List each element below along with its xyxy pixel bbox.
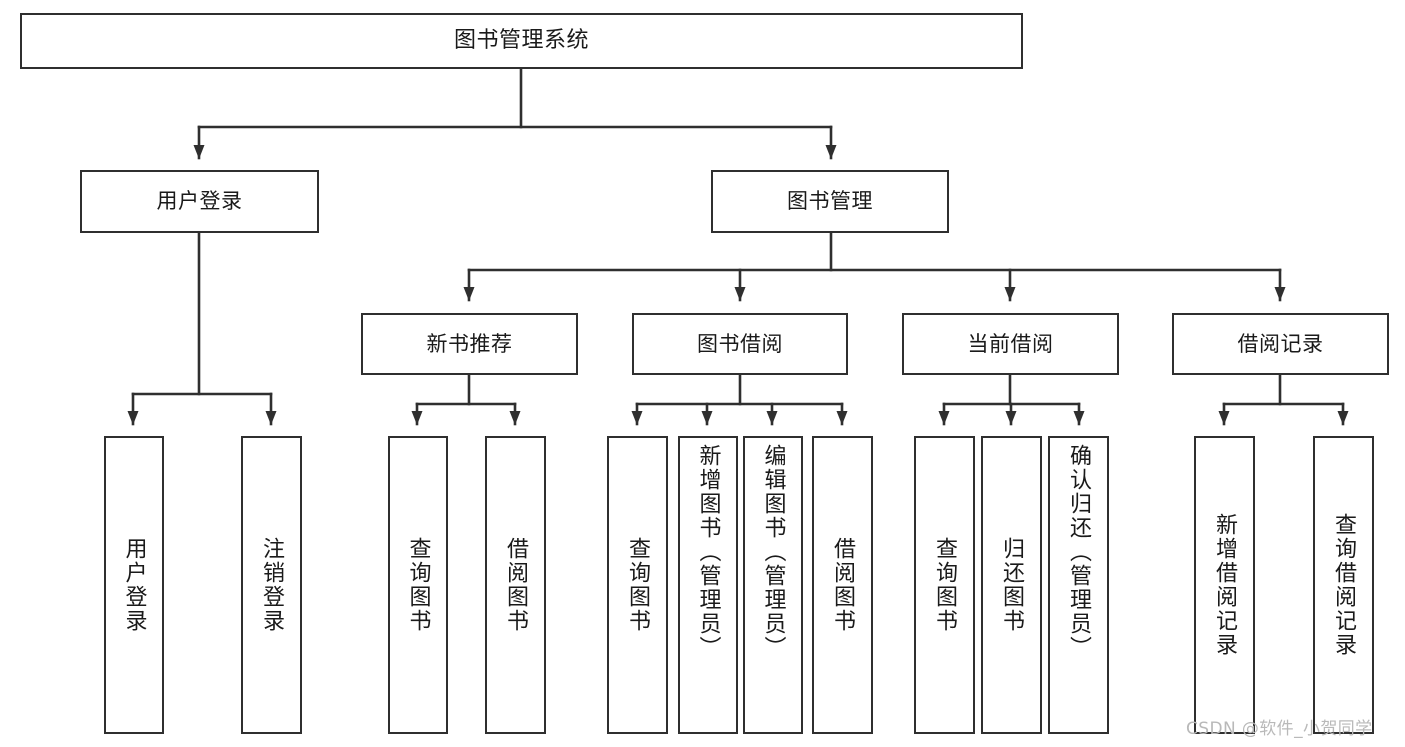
node-label: 图书管理系统 xyxy=(453,28,589,54)
node-label: 注销登录 xyxy=(259,537,285,633)
node-label: 编辑图书（管理员） xyxy=(760,444,786,660)
node-label: 用户登录 xyxy=(121,537,147,633)
node-label: 新书推荐 xyxy=(426,331,513,356)
node-label: 查询借阅记录 xyxy=(1331,513,1357,657)
node-label: 用户登录 xyxy=(156,189,243,214)
node-label: 查询图书 xyxy=(405,537,431,633)
node-leaf-query-book-1[interactable]: 查询图书 xyxy=(388,436,448,734)
node-leaf-borrow-book-1[interactable]: 借阅图书 xyxy=(485,436,546,734)
node-label: 借阅图书 xyxy=(503,537,529,633)
node-leaf-confirm-return[interactable]: 确认归还（管理员） xyxy=(1048,436,1109,734)
node-label: 查询图书 xyxy=(625,537,651,633)
node-leaf-borrow-book-2[interactable]: 借阅图书 xyxy=(812,436,873,734)
node-leaf-edit-book[interactable]: 编辑图书（管理员） xyxy=(743,436,803,734)
node-leaf-return-book[interactable]: 归还图书 xyxy=(981,436,1042,734)
node-label: 新增图书（管理员） xyxy=(695,444,721,660)
node-leaf-add-book[interactable]: 新增图书（管理员） xyxy=(678,436,738,734)
csdn-watermark: CSDN @软件_小贺同学 xyxy=(1186,719,1373,739)
node-label: 查询图书 xyxy=(932,537,958,633)
node-user-login[interactable]: 用户登录 xyxy=(80,170,319,233)
node-label: 归还图书 xyxy=(999,537,1025,633)
node-leaf-query-book-2[interactable]: 查询图书 xyxy=(607,436,668,734)
node-borrowing-records[interactable]: 借阅记录 xyxy=(1172,313,1389,375)
node-leaf-user-login[interactable]: 用户登录 xyxy=(104,436,164,734)
node-label: 借阅图书 xyxy=(830,537,856,633)
node-label: 新增借阅记录 xyxy=(1212,513,1238,657)
node-book-borrowing[interactable]: 图书借阅 xyxy=(632,313,848,375)
node-leaf-logout-login[interactable]: 注销登录 xyxy=(241,436,302,734)
node-current-borrowing[interactable]: 当前借阅 xyxy=(902,313,1119,375)
node-label: 图书管理 xyxy=(787,189,873,214)
node-label: 图书借阅 xyxy=(697,331,783,356)
node-leaf-query-book-3[interactable]: 查询图书 xyxy=(914,436,975,734)
node-label: 当前借阅 xyxy=(967,331,1054,356)
node-leaf-add-borrow-record[interactable]: 新增借阅记录 xyxy=(1194,436,1255,734)
node-label: 确认归还（管理员） xyxy=(1066,444,1092,660)
node-leaf-query-borrow-record[interactable]: 查询借阅记录 xyxy=(1313,436,1374,734)
node-book-management[interactable]: 图书管理 xyxy=(711,170,949,233)
node-label: 借阅记录 xyxy=(1237,331,1324,356)
node-root-book-management-system[interactable]: 图书管理系统 xyxy=(20,13,1023,69)
node-new-book-recommendation[interactable]: 新书推荐 xyxy=(361,313,578,375)
